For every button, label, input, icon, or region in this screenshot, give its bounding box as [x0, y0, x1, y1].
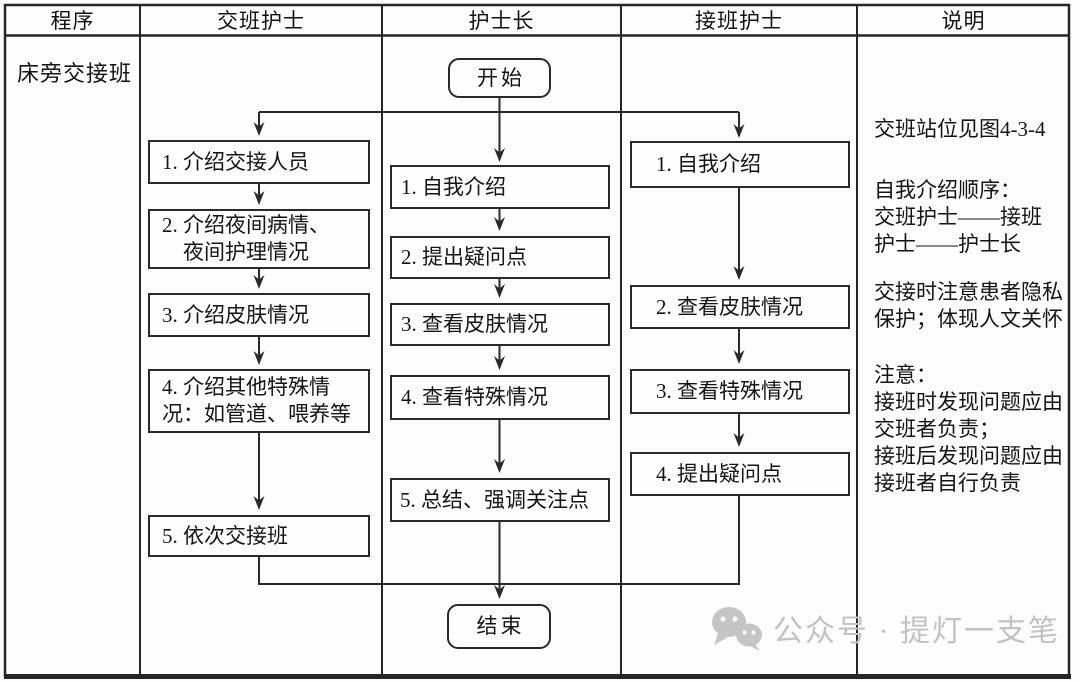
node-outgoing-step-2: 2. 介绍夜间病情、 夜间护理情况 — [148, 209, 370, 269]
watermark: 公众号 · 提灯一支笔 — [708, 604, 1060, 652]
node-end: 结束 — [447, 604, 551, 649]
table-grid — [3, 3, 1071, 679]
watermark-text: 公众号 · 提灯一支笔 — [773, 615, 1060, 648]
node-incoming-step-3: 3. 查看特殊情况 — [630, 369, 850, 414]
node-incoming-step-2: 2. 查看皮肤情况 — [630, 285, 850, 329]
row-label-bedside-handover: 床旁交接班 — [17, 61, 133, 86]
node-head-step-2: 2. 提出疑问点 — [390, 236, 610, 279]
node-outgoing-step-4: 4. 介绍其他特殊情 况：如管道、喂养等 — [148, 369, 370, 433]
node-incoming-step-4: 4. 提出疑问点 — [630, 452, 850, 496]
flow-connectors — [253, 98, 745, 599]
note-responsibility: 注意： 接班时发现问题应由 交班者负责； 接班后发现问题应由 接班者自行负责 — [874, 363, 1063, 495]
column-header-notes: 说明 — [941, 8, 986, 33]
node-head-step-5: 5. 总结、强调关注点 — [390, 478, 610, 522]
column-header-incoming-nurse: 接班护士 — [695, 8, 783, 33]
node-head-step-1: 1. 自我介绍 — [390, 165, 610, 209]
node-outgoing-step-5: 5. 依次交接班 — [148, 515, 370, 557]
note-intro-order: 自我介绍顺序： 交班护士——接班 护士——护士长 — [874, 178, 1042, 256]
node-incoming-step-1: 1. 自我介绍 — [630, 141, 850, 188]
note-privacy: 交接时注意患者隐私 保护；体现人文关怀 — [874, 280, 1063, 331]
node-outgoing-step-3: 3. 介绍皮肤情况 — [148, 293, 370, 337]
wechat-icon — [712, 607, 762, 651]
note-standing-position: 交班站位见图4-3-4 — [874, 117, 1046, 141]
column-header-head-nurse: 护士长 — [468, 8, 535, 33]
node-start: 开始 — [448, 58, 551, 98]
node-outgoing-step-1: 1. 介绍交接人员 — [148, 140, 370, 184]
column-header-procedure: 程序 — [50, 8, 95, 33]
column-header-outgoing-nurse: 交班护士 — [217, 8, 305, 33]
node-head-step-3: 3. 查看皮肤情况 — [390, 303, 610, 346]
node-head-step-4: 4. 查看特殊情况 — [390, 375, 610, 420]
